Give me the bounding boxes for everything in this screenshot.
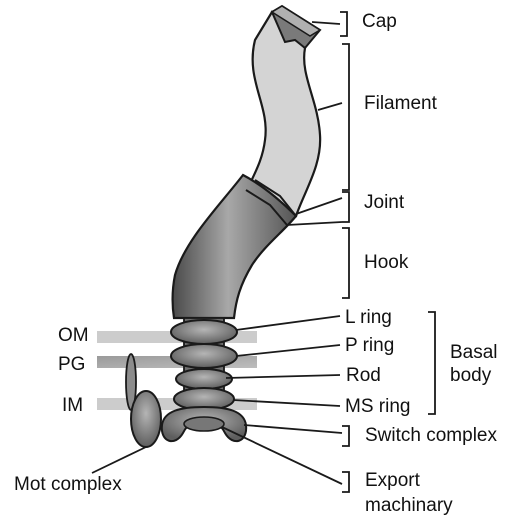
label-export-line2: machinary (365, 496, 453, 516)
switch-complex-bracket (342, 426, 349, 446)
label-p-ring: P ring (345, 336, 394, 356)
hook-bracket (342, 228, 349, 298)
label-ms-ring: MS ring (345, 397, 410, 417)
filament-leader (318, 103, 342, 110)
filament-bracket (342, 44, 349, 190)
export-apparatus-shape (184, 417, 224, 431)
label-l-ring: L ring (345, 308, 392, 328)
l-ring-leader (236, 316, 340, 330)
basal-body-bracket (428, 312, 435, 414)
label-rod: Rod (346, 366, 381, 386)
label-filament: Filament (364, 94, 437, 114)
label-switch-complex: Switch complex (365, 426, 497, 446)
label-om: OM (58, 326, 89, 346)
label-basal-body-line1: Basal (450, 343, 498, 363)
cap-leader (312, 22, 340, 24)
joint-bracket (342, 192, 349, 222)
label-pg: PG (58, 355, 85, 375)
mot-complex-leader (92, 447, 146, 473)
label-joint: Joint (364, 193, 404, 213)
rod-leader (226, 375, 340, 378)
label-mot-complex: Mot complex (14, 475, 122, 495)
export-bracket (342, 472, 349, 492)
rod-ring-1 (176, 369, 232, 389)
l-ring-shape (171, 320, 237, 344)
p-ring-leader (236, 345, 340, 356)
export-leader (222, 427, 342, 484)
label-cap: Cap (362, 12, 397, 32)
joint-leader-2 (287, 222, 342, 225)
cap-bracket (340, 12, 347, 36)
label-export-line1: Export (365, 471, 420, 491)
p-ring-shape (171, 344, 237, 368)
mot-complex-body (131, 391, 161, 447)
label-basal-body-line2: body (450, 366, 491, 386)
label-hook: Hook (364, 253, 408, 273)
switch-complex-leader (244, 425, 342, 433)
label-im: IM (62, 396, 83, 416)
